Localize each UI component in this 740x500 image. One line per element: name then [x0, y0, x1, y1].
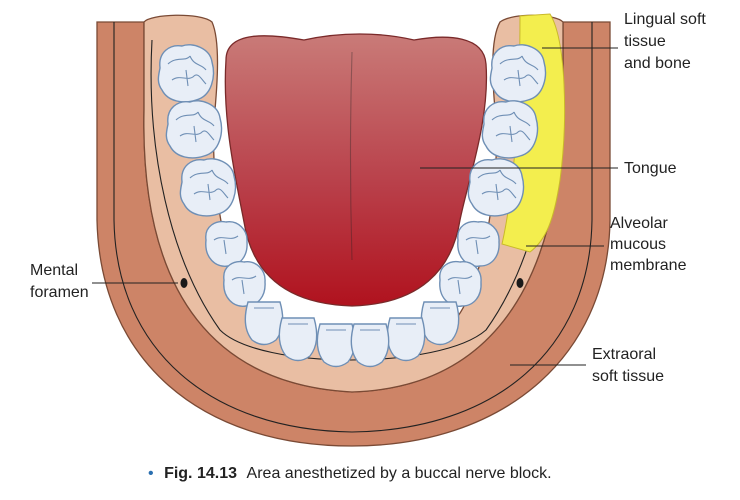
label-mental-foramen: Mental foramen	[30, 262, 89, 301]
tooth-right-molar-2	[481, 100, 539, 159]
label-alveolar: Alveolar mucous membrane	[610, 215, 687, 274]
mental-foramen-left	[180, 278, 188, 288]
label-tongue: Tongue	[624, 160, 677, 177]
tooth-left-premolar-2	[223, 260, 266, 307]
caption-bullet: •	[148, 465, 154, 482]
tongue	[224, 33, 488, 307]
caption-figure-number: Fig. 14.13	[164, 465, 237, 482]
tooth-right-canine	[420, 301, 460, 346]
outer-border-line	[113, 22, 593, 433]
tooth-left-molar-2	[165, 100, 223, 159]
figure-caption: • Fig. 14.13 Area anesthetized by a bucc…	[148, 465, 552, 482]
tooth-right-incisor-1	[350, 323, 390, 368]
tooth-left-incisor-1	[316, 323, 356, 368]
tooth-left-incisor-2	[278, 317, 318, 362]
tooth-right-premolar-1	[457, 220, 500, 267]
tooth-left-molar-3	[179, 158, 237, 217]
label-lingual: Lingual soft tissue and bone	[624, 11, 710, 72]
tooth-left-canine	[244, 301, 284, 346]
tooth-left-premolar-1	[205, 220, 248, 267]
tooth-right-molar-1	[489, 44, 547, 103]
tooth-right-incisor-2	[386, 317, 426, 362]
tooth-left-molar-1	[157, 44, 215, 103]
caption-text: Area anesthetized by a buccal nerve bloc…	[247, 465, 552, 482]
mental-foramen-right	[516, 278, 524, 288]
tooth-right-premolar-2	[439, 260, 482, 307]
tongue-midline	[349, 51, 353, 261]
label-extraoral: Extraoral soft tissue	[592, 346, 664, 385]
tooth-right-molar-3	[467, 158, 525, 217]
